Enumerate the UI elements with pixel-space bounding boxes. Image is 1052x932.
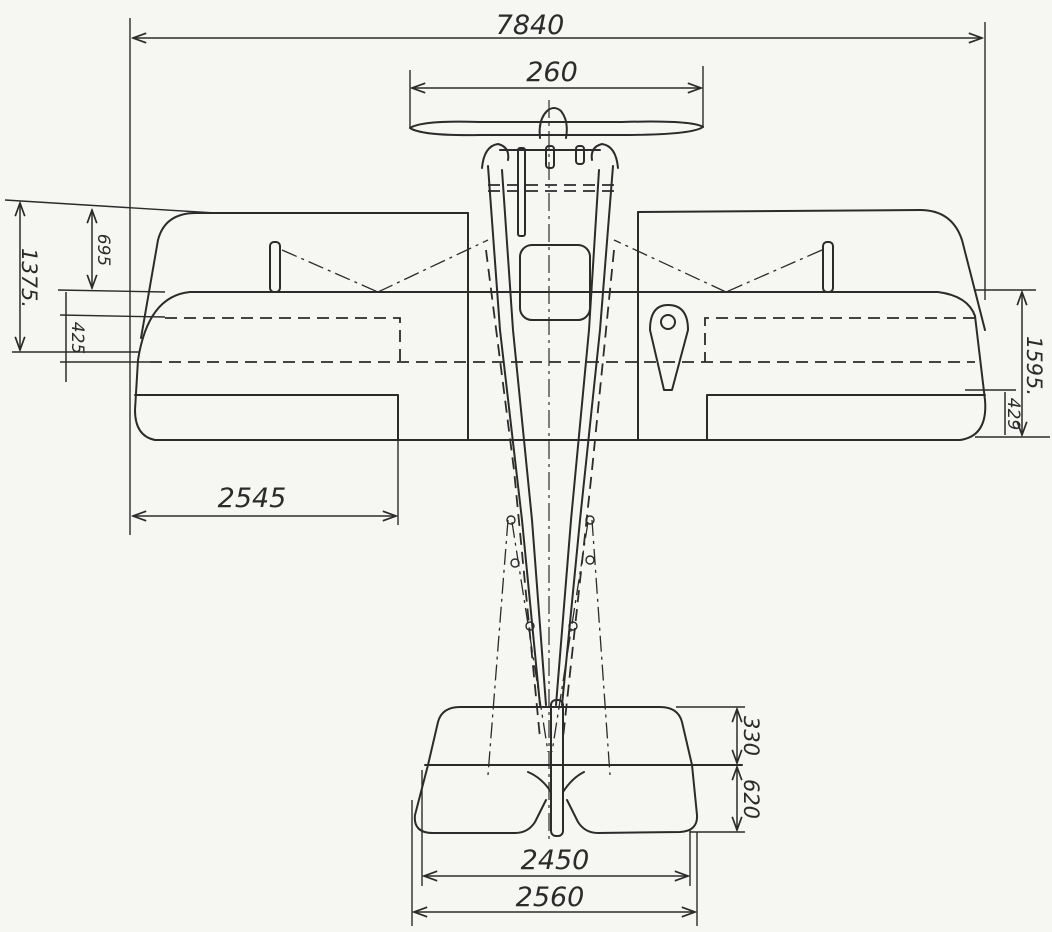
fuselage-hidden-right (562, 249, 615, 739)
tail-wire-2 (511, 521, 549, 753)
tail-bracing (487, 515, 611, 776)
upper-wing-left-edge (140, 212, 469, 339)
bracing-wire-right-outer (725, 249, 823, 293)
filler-cap (660, 314, 676, 330)
left-top-extension (4, 199, 216, 214)
fuselage-left-inner (501, 169, 547, 706)
fitting-5 (585, 555, 595, 565)
tail-rear-label: 620 (739, 779, 763, 819)
tail-span-dimensions: 2450 2560 (411, 770, 698, 926)
fuselage-left-edge (487, 165, 541, 706)
cylinder-center (545, 145, 555, 169)
engine-cowling (481, 143, 619, 237)
half-span-dimension: 2545 (133, 395, 399, 525)
tail-wire-4 (551, 521, 589, 753)
tail-wire-1 (487, 519, 509, 776)
interplane-strut-right (822, 241, 834, 293)
cylinder-right (590, 143, 619, 169)
fitting-6 (568, 621, 578, 631)
tail-inner-span-label: 2450 (521, 845, 590, 876)
propeller-dimension: 260 (409, 57, 704, 128)
left-mid-extension (57, 289, 166, 293)
tail-chord-dimensions: 330 620 (676, 706, 763, 833)
cylinder-left (481, 143, 510, 169)
bracing-wire-left-inner (377, 239, 489, 293)
right-chord-dimensions: 1595. 429 (965, 289, 1050, 438)
interplane-strut-left (269, 241, 281, 293)
elevator-left (413, 764, 547, 834)
span-label: 7840 (496, 10, 565, 41)
aileron-left (134, 394, 399, 441)
propeller-label: 260 (526, 57, 578, 88)
lower-wing-outline (134, 291, 987, 441)
cockpit-opening (519, 244, 591, 321)
bracing-wire-left-outer (281, 249, 379, 293)
right-inner-label: 429 (1003, 398, 1023, 430)
left-spar-extension (59, 314, 166, 318)
tailplane (413, 699, 743, 837)
left-chord-dimensions: 1375. 695 425 (4, 199, 216, 382)
stabilizer-outline (427, 706, 693, 766)
fitting-4 (585, 515, 595, 525)
fitting-1 (506, 515, 516, 525)
tail-wire-3 (591, 519, 611, 776)
hidden-spar-right (704, 317, 975, 362)
bracing-wire-right-inner (613, 239, 727, 293)
gun-barrel (517, 147, 526, 237)
right-outer-label: 1595. (1022, 336, 1046, 396)
cylinder-right-inner (575, 145, 585, 165)
fitting-3 (525, 621, 535, 631)
propeller-spinner (538, 107, 568, 139)
hidden-spar-left (165, 317, 401, 362)
left-outer-label: 1375. (17, 248, 41, 308)
fuselage-right-inner (555, 169, 600, 706)
overall-span-dimension: 7840 (129, 10, 986, 535)
fuselage-right-edge (561, 165, 614, 706)
filler-cap-fairing (649, 304, 689, 391)
upper-wing-right-edge (637, 209, 986, 331)
half-span-label: 2545 (218, 483, 287, 514)
fitting-2 (510, 558, 520, 568)
tail-skid (527, 771, 585, 793)
left-lower-label: 425 (67, 322, 87, 354)
tail-front-label: 330 (739, 716, 763, 756)
tail-span-label: 2560 (516, 882, 585, 913)
propeller (409, 107, 704, 139)
propeller-blade (409, 120, 704, 137)
elevator-right (566, 764, 699, 834)
rudder (550, 699, 564, 837)
aileron-right (706, 394, 986, 441)
left-upper-label: 695 (93, 234, 113, 266)
